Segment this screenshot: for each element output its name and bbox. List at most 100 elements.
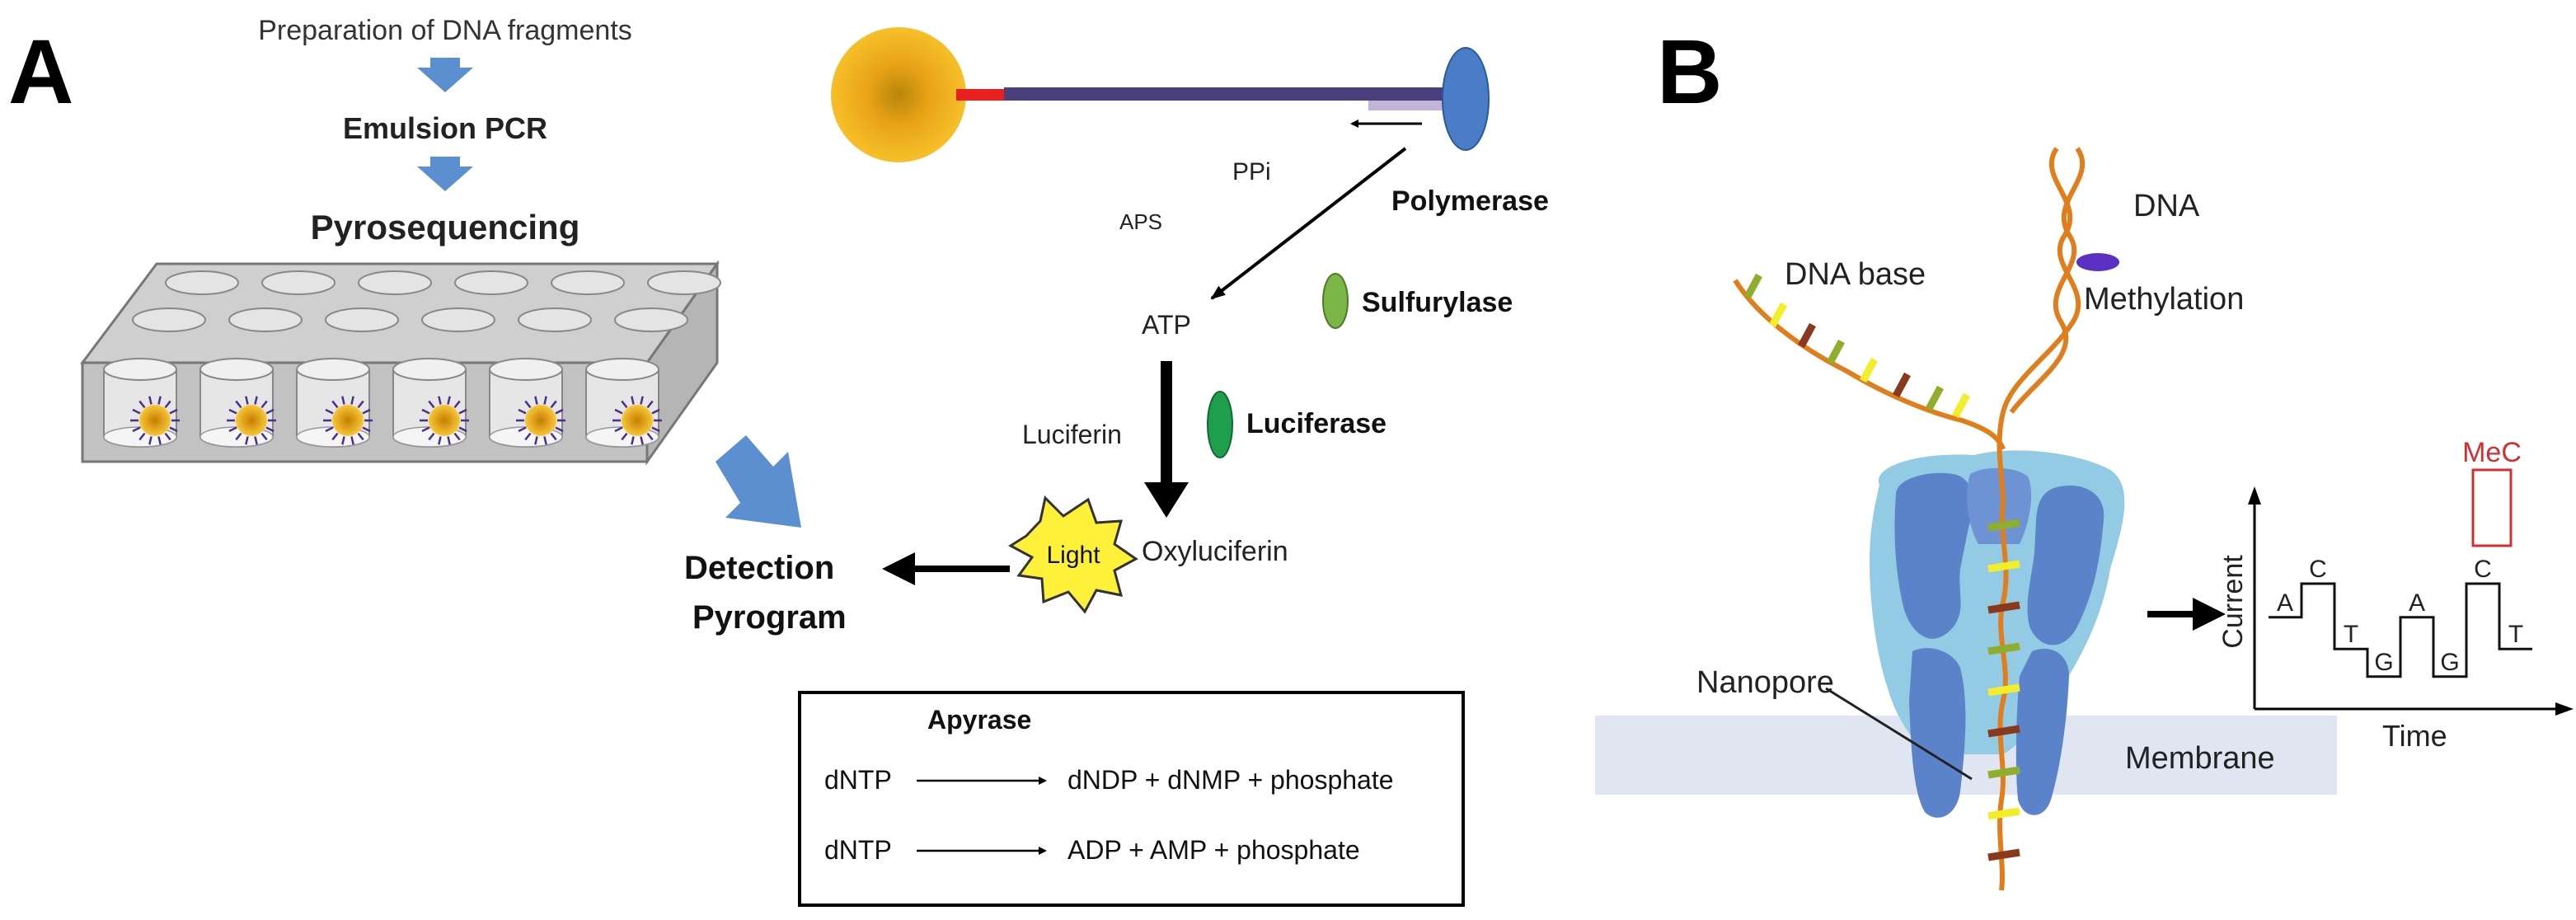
mini-bead <box>429 405 460 436</box>
base-tick <box>1744 273 1762 299</box>
base-tick <box>1952 392 1970 419</box>
trace-level-label: G <box>2440 649 2459 676</box>
atp-to-light-arrowhead <box>1144 482 1189 518</box>
label-atp: ATP <box>1142 310 1191 340</box>
plate-well <box>614 307 688 332</box>
base-tick <box>1769 302 1787 328</box>
base-tick <box>1987 560 2020 573</box>
methyl-highlight-box <box>2471 468 2513 547</box>
plot-y-arrowhead <box>2248 486 2261 505</box>
step-pyrosequencing: Pyrosequencing <box>311 208 580 246</box>
step-preparation: Preparation of DNA fragments <box>258 15 632 46</box>
bead-well <box>585 358 662 448</box>
double-helix-b <box>2009 147 2086 414</box>
trace-level-label: T <box>2508 621 2523 648</box>
trace-level-label: A <box>2277 589 2293 617</box>
plot-x-arrowhead <box>2555 702 2574 716</box>
plate-well <box>261 270 335 295</box>
threaded-strand <box>1997 502 2009 891</box>
plate-well <box>647 270 721 295</box>
base-tick <box>1987 519 2020 532</box>
label-aps: APS <box>1119 209 1162 234</box>
mini-bead <box>332 405 364 436</box>
base-tick <box>1987 848 2020 861</box>
base-tick <box>1987 683 2020 697</box>
apyrase-row1-left: dNTP <box>824 765 892 795</box>
pore-to-plot-arrowhead <box>2193 598 2226 631</box>
trace-level-label: T <box>2344 621 2358 648</box>
bead-well <box>199 358 276 448</box>
panel-a: A Preparation of DNA fragments Emulsion … <box>8 15 1549 907</box>
methylation-mark <box>2076 253 2119 271</box>
flow-arrow-2 <box>417 157 473 191</box>
label-dna: DNA <box>2133 189 2200 223</box>
bead-well <box>296 358 373 448</box>
plate-well <box>325 307 399 332</box>
dna-strands <box>1733 147 2086 891</box>
template-strand <box>1004 87 1482 101</box>
plate-well <box>421 307 495 332</box>
flow-arrow-1 <box>417 58 473 92</box>
capture-bead <box>831 27 966 162</box>
label-ppi: PPi <box>1232 158 1271 185</box>
apyrase-row2-left: dNTP <box>824 835 892 865</box>
trace-level-label: C <box>2309 556 2327 583</box>
apyrase-box: Apyrase dNTP dNDP + dNMP + phosphate dNT… <box>798 691 1465 907</box>
nanopore-protein <box>1870 450 2125 818</box>
base-tick <box>1798 322 1816 349</box>
apyrase-row1-right: dNDP + dNMP + phosphate <box>1067 765 1394 795</box>
label-light: Light <box>1046 542 1100 569</box>
bead-assembly <box>831 27 1490 162</box>
sulfurylase-shape <box>1322 273 1349 329</box>
base-tick <box>1827 339 1845 365</box>
base-tick <box>1987 601 2020 614</box>
nanopore-pointer <box>1825 687 1973 781</box>
adapter-segment <box>956 89 1004 101</box>
label-luciferin: Luciferin <box>1022 420 1122 449</box>
plate-well <box>132 307 206 332</box>
plate-well <box>551 270 625 295</box>
base-tick <box>1926 385 1944 411</box>
polymerase-shape <box>1442 47 1490 151</box>
mini-bead <box>622 405 653 436</box>
panel-b: B Membrane DNA Methylation DNA base Nano… <box>1595 21 2574 891</box>
current-trace <box>2269 582 2532 678</box>
panel-a-label: A <box>8 21 73 123</box>
label-detection: Detection <box>684 550 834 586</box>
apyrase-row2-right: ADP + AMP + phosphate <box>1067 835 1360 865</box>
light-to-detection-arrowhead <box>882 552 915 585</box>
trace-level-label: C <box>2474 556 2492 583</box>
plot-highlight-label: MeC <box>2462 437 2522 468</box>
ppi-to-atp-arrow <box>1210 147 1407 300</box>
dna-base-ticks <box>1744 273 2020 861</box>
panel-b-label: B <box>1657 21 1722 123</box>
plate-wells <box>103 270 721 448</box>
base-tick <box>1987 807 2020 820</box>
light-burst <box>1008 495 1138 614</box>
base-tick <box>1987 642 2020 655</box>
trace-level-label: A <box>2409 589 2425 617</box>
picotiter-plate <box>80 260 721 466</box>
base-tick <box>1893 372 1911 398</box>
apyrase-title: Apyrase <box>927 705 1031 735</box>
label-oxyluciferin: Oxyluciferin <box>1142 536 1288 567</box>
mini-bead <box>525 405 556 436</box>
plate-well <box>165 270 239 295</box>
luciferase-shape <box>1207 391 1233 458</box>
plot-xlabel: Time <box>2382 719 2447 753</box>
bead-well <box>103 358 180 448</box>
plot-ylabel: Current <box>2217 555 2249 649</box>
plate-to-detection-arrow <box>716 435 801 528</box>
base-tick <box>1860 357 1878 383</box>
bead-well <box>392 358 469 448</box>
label-dna-base: DNA base <box>1785 257 1926 292</box>
mini-bead <box>236 405 267 436</box>
base-tick <box>1987 725 2020 738</box>
trace-level-label: G <box>2374 649 2393 676</box>
label-membrane: Membrane <box>2125 741 2275 776</box>
plate-well <box>454 270 528 295</box>
mini-bead <box>139 405 171 436</box>
plate-well <box>228 307 303 332</box>
